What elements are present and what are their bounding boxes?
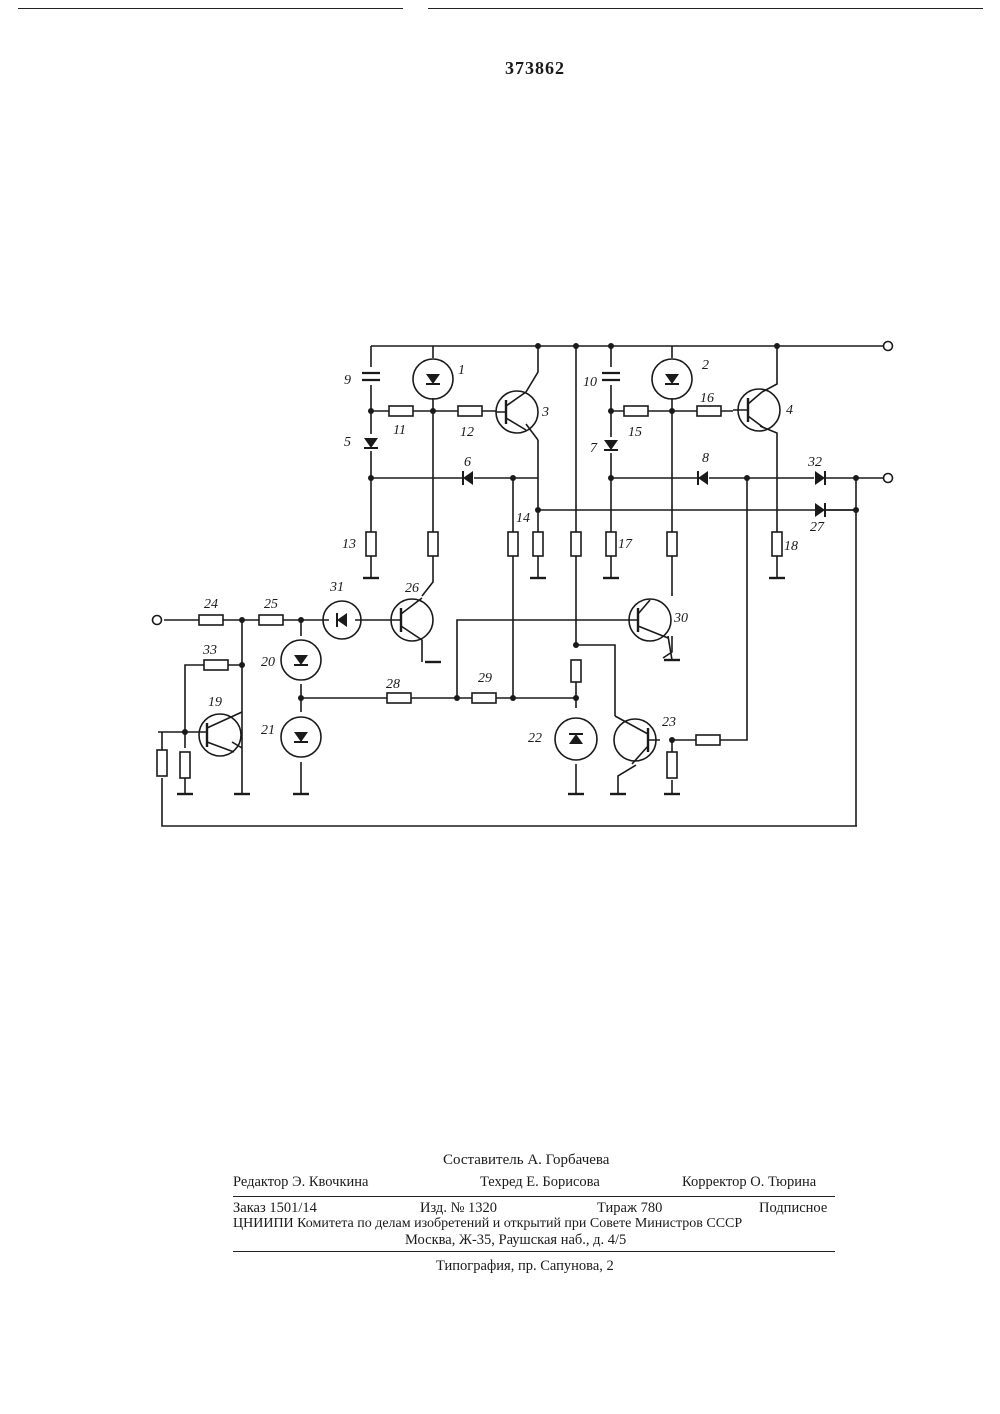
- label-7: 7: [590, 441, 598, 456]
- imprint-techred: Техред Е. Борисова: [480, 1174, 600, 1191]
- label-14: 14: [516, 511, 530, 526]
- label-21: 21: [261, 723, 275, 738]
- label-27: 27: [810, 520, 825, 535]
- imprint-edition: Изд. № 1320: [420, 1200, 497, 1217]
- label-24: 24: [204, 597, 218, 612]
- label-12: 12: [460, 425, 474, 440]
- wires: [158, 346, 884, 826]
- label-18: 18: [784, 539, 798, 554]
- label-23: 23: [662, 715, 676, 730]
- label-17: 17: [618, 537, 633, 552]
- label-31: 31: [329, 580, 344, 595]
- label-10: 10: [583, 375, 597, 390]
- label-2: 2: [702, 358, 709, 373]
- label-6: 6: [464, 455, 471, 470]
- label-4: 4: [786, 403, 793, 418]
- label-33: 33: [202, 643, 217, 658]
- label-29: 29: [478, 671, 492, 686]
- imprint-rule-bottom: [233, 1251, 835, 1252]
- imprint-compiler: Составитель А. Горбачева: [443, 1152, 609, 1169]
- label-1: 1: [458, 363, 465, 378]
- label-15: 15: [628, 425, 642, 440]
- label-5: 5: [344, 435, 351, 450]
- imprint-corrector: Корректор О. Тюрина: [682, 1174, 816, 1191]
- label-22: 22: [528, 731, 542, 746]
- label-11: 11: [393, 423, 406, 438]
- circuit-schematic: 1 2 3 4 5 6 7 8 9 10 11 12 13 14 15 16 1…: [0, 0, 1000, 900]
- label-16: 16: [700, 391, 714, 406]
- imprint-editor: Редактор Э. Квочкина: [233, 1174, 368, 1191]
- label-3: 3: [541, 405, 549, 420]
- label-25: 25: [264, 597, 278, 612]
- imprint-rule-top: [233, 1196, 835, 1197]
- terminals: [153, 342, 893, 625]
- capacitors: [362, 373, 620, 380]
- imprint-printer: Типография, пр. Сапунова, 2: [436, 1258, 614, 1275]
- imprint-subscription: Подписное: [759, 1200, 827, 1217]
- label-8: 8: [702, 451, 709, 466]
- label-32: 32: [807, 455, 822, 470]
- label-26: 26: [405, 581, 419, 596]
- junction-dots: [182, 343, 859, 743]
- transistor-leads: [185, 392, 764, 764]
- label-28: 28: [386, 677, 400, 692]
- label-19: 19: [208, 695, 222, 710]
- imprint-order: Заказ 1501/14: [233, 1200, 317, 1217]
- label-9: 9: [344, 373, 351, 388]
- imprint-institute: ЦНИИПИ Комитета по делам изобретений и о…: [233, 1216, 742, 1232]
- imprint-address: Москва, Ж-35, Раушская наб., д. 4/5: [405, 1232, 626, 1249]
- label-30: 30: [673, 611, 688, 626]
- label-20: 20: [261, 655, 275, 670]
- imprint-circulation: Тираж 780: [597, 1200, 662, 1217]
- label-13: 13: [342, 537, 356, 552]
